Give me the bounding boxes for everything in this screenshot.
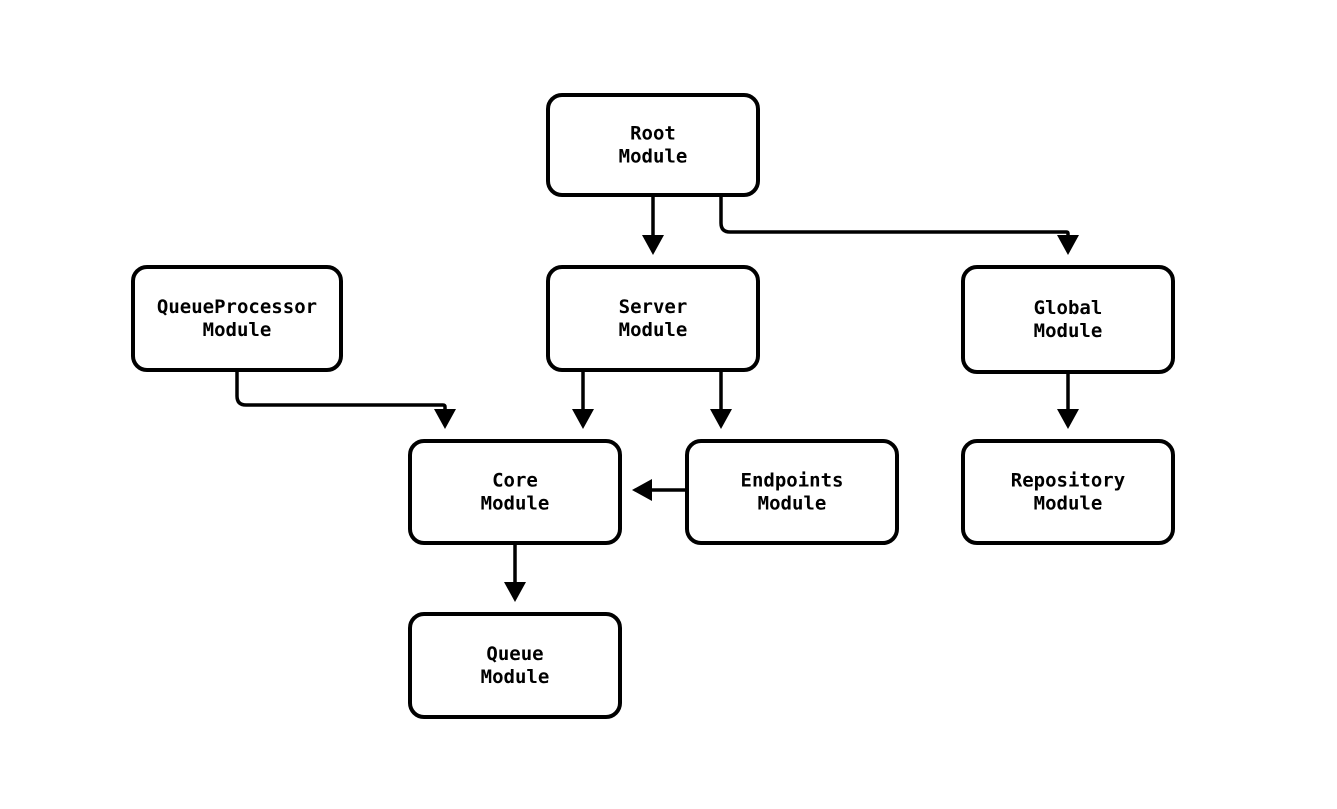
node-label-line2-global: Module bbox=[1034, 320, 1103, 342]
edge-server-to-endpoints bbox=[710, 370, 732, 429]
edges-layer bbox=[235, 195, 1079, 602]
node-label-line2-repository: Module bbox=[1034, 493, 1103, 515]
edge-root-to-server bbox=[642, 195, 664, 255]
node-box-repository[interactable] bbox=[961, 439, 1175, 545]
arrowhead-down bbox=[572, 409, 594, 429]
node-label-line1-root: Root bbox=[630, 123, 676, 145]
node-label-line2-endpoints: Module bbox=[758, 493, 827, 515]
arrowhead-down bbox=[1057, 235, 1079, 255]
edge-queueprocessor-to-core bbox=[235, 370, 456, 429]
node-label-line2-server: Module bbox=[619, 319, 688, 341]
node-label-line2-root: Module bbox=[619, 146, 688, 168]
node-box-queueprocessor[interactable] bbox=[131, 265, 343, 372]
edge-core-to-queue bbox=[504, 543, 526, 602]
node-box-root[interactable] bbox=[546, 93, 760, 197]
arrowhead-left bbox=[632, 479, 652, 501]
edge-endpoints-to-core bbox=[632, 479, 687, 501]
node-label-line2-queueprocessor: Module bbox=[203, 319, 272, 341]
edge-global-to-repository bbox=[1057, 372, 1079, 429]
arrowhead-down bbox=[504, 582, 526, 602]
edge-server-to-core bbox=[572, 370, 594, 429]
node-label-line1-global: Global bbox=[1034, 297, 1103, 319]
arrowhead-down bbox=[710, 409, 732, 429]
node-label-line1-core: Core bbox=[492, 470, 538, 492]
node-box-server[interactable] bbox=[546, 265, 760, 372]
node-box-core[interactable] bbox=[408, 439, 622, 545]
node-label-line2-queue: Module bbox=[481, 666, 550, 688]
node-box-global[interactable] bbox=[961, 265, 1175, 374]
node-label-line1-queueprocessor: QueueProcessor bbox=[157, 296, 317, 318]
edge-root-to-global bbox=[719, 195, 1079, 255]
node-box-queue[interactable] bbox=[408, 612, 622, 719]
node-label-line1-endpoints: Endpoints bbox=[741, 470, 844, 492]
node-box-endpoints[interactable] bbox=[685, 439, 899, 545]
node-label-line1-queue: Queue bbox=[486, 643, 543, 665]
edge-line bbox=[235, 370, 447, 409]
edge-line bbox=[719, 195, 1070, 236]
node-label-line1-repository: Repository bbox=[1011, 470, 1125, 492]
nodes-layer: RootModuleQueueProcessorModuleServerModu… bbox=[131, 93, 1175, 719]
node-label-line2-core: Module bbox=[481, 493, 550, 515]
arrowhead-down bbox=[1057, 409, 1079, 429]
node-label-line1-server: Server bbox=[619, 296, 688, 318]
arrowhead-down bbox=[434, 409, 456, 429]
arrowhead-down bbox=[642, 235, 664, 255]
